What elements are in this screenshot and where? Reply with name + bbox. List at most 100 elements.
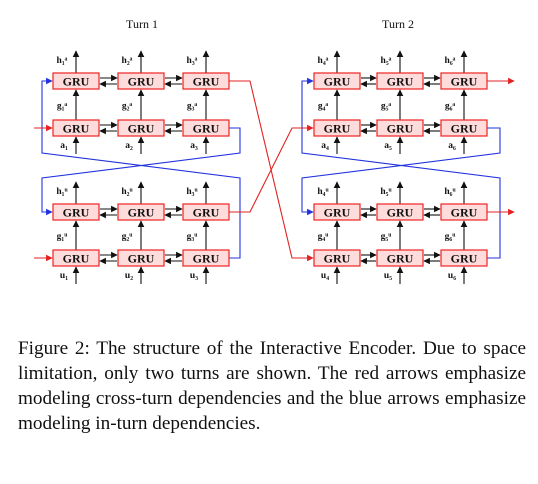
user-bottom-gru-cell: GRU	[52, 249, 100, 267]
gru-label: GRU	[193, 74, 220, 88]
gru-box	[313, 119, 361, 137]
agent-output-label: h₄ᵃ	[318, 56, 329, 66]
gru-label: GRU	[193, 205, 220, 219]
agent-top-gru-cell: GRU	[182, 72, 230, 90]
user-input-label: u₄	[321, 271, 329, 281]
gru-label: GRU	[128, 205, 155, 219]
user-input-label: u₃	[190, 271, 198, 281]
agent-top-gru-cell: GRU	[440, 72, 488, 90]
agent-input-label: a₂	[125, 141, 133, 151]
agent-input-label: a₃	[190, 141, 198, 151]
gru-box	[313, 72, 361, 90]
user-bottom-gru-cell: GRU	[440, 249, 488, 267]
agent-output-label: h₂ᵃ	[122, 56, 133, 66]
agent-top-gru-cell: GRU	[52, 72, 100, 90]
gru-box	[182, 203, 230, 221]
agent-output-label: h₃ᵃ	[187, 56, 198, 66]
agent-top-gru-cell: GRU	[376, 72, 424, 90]
user-input-label: u₅	[384, 271, 392, 281]
user-bottom-gru-cell: GRU	[376, 249, 424, 267]
user-output-label: h₄ᵘ	[317, 187, 328, 197]
user-output-label: h₅ᵘ	[380, 187, 391, 197]
gru-label: GRU	[451, 74, 478, 88]
gru-box	[52, 249, 100, 267]
user-output-label: h₁ᵘ	[56, 187, 67, 197]
user-input-label: u₁	[60, 271, 68, 281]
turn-1-title: Turn 1	[126, 17, 158, 31]
gru-label: GRU	[193, 121, 220, 135]
gru-box	[440, 72, 488, 90]
gru-box	[376, 203, 424, 221]
symbol-labels: h₁ᵃg₁ᵃa₁h₂ᵃg₂ᵃa₂h₃ᵃg₃ᵃa₃h₁ᵘg₁ᵘu₁h₂ᵘg₂ᵘu₂…	[56, 56, 456, 281]
user-mid-label: g₁ᵘ	[57, 232, 68, 242]
gru-box	[440, 203, 488, 221]
gru-label: GRU	[387, 121, 414, 135]
gru-label: GRU	[387, 251, 414, 265]
gru-label: GRU	[63, 121, 90, 135]
agent-top-gru-cell: GRU	[313, 72, 361, 90]
user-top-gru-cell: GRU	[313, 203, 361, 221]
gru-box	[52, 72, 100, 90]
agent-bottom-gru-cell: GRU	[440, 119, 488, 137]
gru-label: GRU	[128, 121, 155, 135]
agent-mid-label: g₅ᵃ	[381, 102, 392, 112]
gru-label: GRU	[324, 251, 351, 265]
user-mid-label: g₂ᵘ	[122, 232, 133, 242]
gru-label: GRU	[63, 205, 90, 219]
agent-output-label: h₆ᵃ	[445, 56, 456, 66]
user-top-gru-cell: GRU	[376, 203, 424, 221]
agent-output-label: h₁ᵃ	[57, 56, 68, 66]
user-output-label: h₂ᵘ	[121, 187, 132, 197]
in-turn-user-to-agent-arrow	[301, 77, 501, 259]
gru-label: GRU	[451, 251, 478, 265]
user-bottom-gru-cell: GRU	[313, 249, 361, 267]
user-top-gru-cell: GRU	[440, 203, 488, 221]
agent-bottom-gru-cell: GRU	[313, 119, 361, 137]
agent-mid-label: g₄ᵃ	[318, 102, 329, 112]
gru-label: GRU	[193, 251, 220, 265]
gru-box	[117, 72, 165, 90]
in-turn-agent-to-user-arrow	[301, 127, 501, 216]
gru-box	[117, 119, 165, 137]
agent-input-label: a₁	[60, 141, 68, 151]
gru-box	[313, 203, 361, 221]
connection-arrows	[34, 50, 515, 284]
gru-label: GRU	[387, 74, 414, 88]
gru-label: GRU	[324, 205, 351, 219]
gru-box	[117, 203, 165, 221]
gru-label: GRU	[63, 251, 90, 265]
gru-label: GRU	[324, 121, 351, 135]
gru-box	[182, 249, 230, 267]
turn-2-title: Turn 2	[382, 17, 414, 31]
user-mid-label: g₄ᵘ	[318, 232, 329, 242]
figure-caption: Figure 2: The structure of the Interacti…	[18, 338, 526, 434]
gru-box	[376, 119, 424, 137]
agent-top-gru-cell: GRU	[117, 72, 165, 90]
user-input-label: u₂	[125, 271, 133, 281]
user-bottom-gru-cell: GRU	[117, 249, 165, 267]
user-top-gru-cell: GRU	[52, 203, 100, 221]
agent-input-label: a₄	[321, 141, 329, 151]
gru-label: GRU	[63, 74, 90, 88]
gru-label: GRU	[128, 74, 155, 88]
user-mid-label: g₆ᵘ	[445, 232, 456, 242]
gru-box	[182, 119, 230, 137]
user-output-label: h₆ᵘ	[444, 187, 455, 197]
user-input-label: u₆	[448, 271, 456, 281]
in-turn-user-to-agent-arrow	[41, 77, 241, 259]
user-mid-label: g₃ᵘ	[187, 232, 198, 242]
gru-box	[376, 249, 424, 267]
cross-turn-user-to-next-agent-arrow	[229, 124, 314, 213]
agent-mid-label: g₃ᵃ	[187, 102, 198, 112]
gru-label: GRU	[451, 121, 478, 135]
agent-bottom-gru-cell: GRU	[117, 119, 165, 137]
gru-box	[52, 119, 100, 137]
gru-label: GRU	[324, 74, 351, 88]
user-top-gru-cell: GRU	[117, 203, 165, 221]
gru-cells: GRU GRU GRU GRU GRU GRU GRU GRU GRU GRU GRU GRU GRU G…	[52, 72, 488, 267]
agent-input-label: a₆	[448, 141, 456, 151]
gru-label: GRU	[128, 251, 155, 265]
gru-box	[440, 249, 488, 267]
gru-label: GRU	[451, 205, 478, 219]
gru-box	[182, 72, 230, 90]
